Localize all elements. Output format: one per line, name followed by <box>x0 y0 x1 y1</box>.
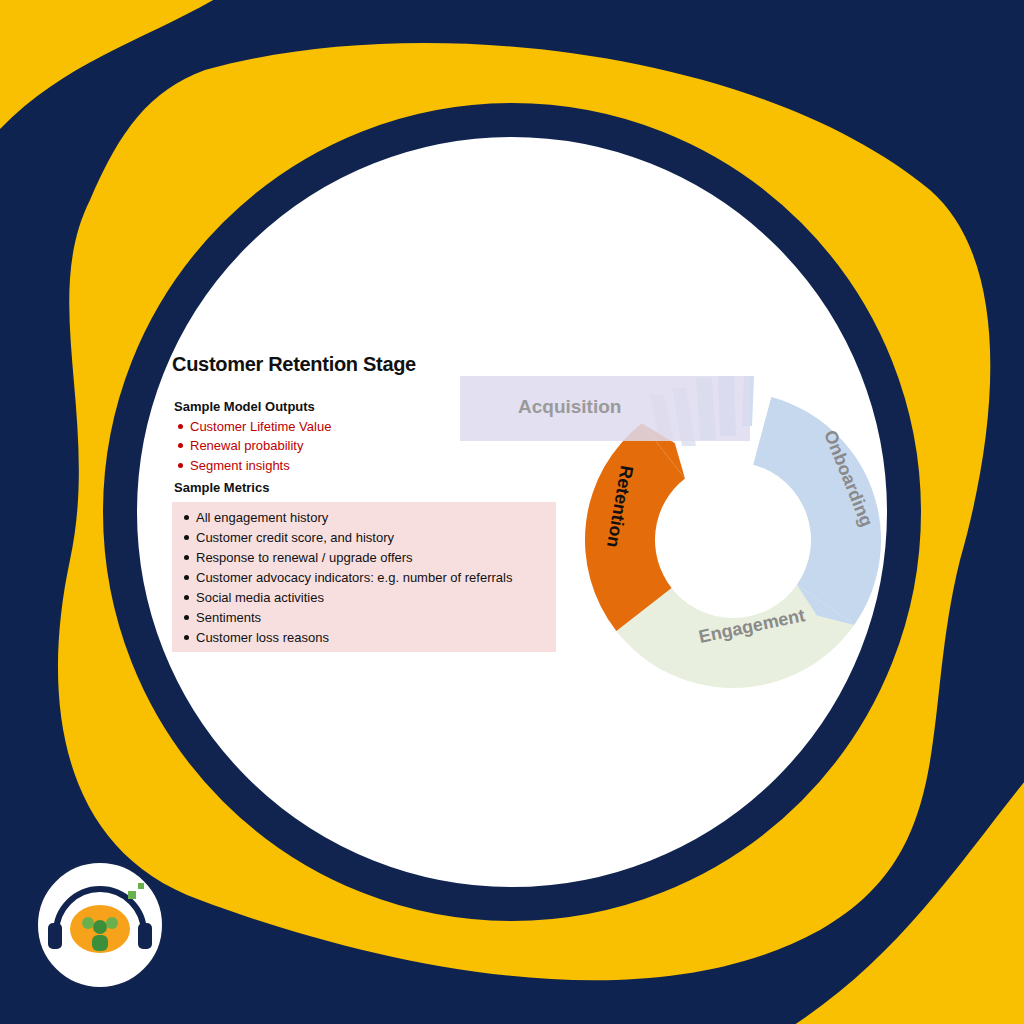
title: Customer Retention Stage <box>172 353 416 376</box>
output-item: Customer Lifetime Value <box>178 419 331 434</box>
bullet <box>184 575 189 580</box>
metric-text: Sentiments <box>196 610 261 625</box>
bullet <box>184 515 189 520</box>
metric-text: Response to renewal / upgrade offers <box>196 550 413 565</box>
stage-name: Retention <box>601 463 636 548</box>
bullet <box>184 635 189 640</box>
logo-square <box>128 891 136 899</box>
metric-line: All engagement history <box>184 508 548 528</box>
earpiece <box>48 923 62 949</box>
speech-bubble <box>70 905 130 953</box>
label-text: Sample Metrics <box>174 480 269 495</box>
section-heading: Sample Metrics <box>174 480 269 495</box>
metric-line: Customer credit score, and history <box>184 528 548 548</box>
person <box>92 935 108 951</box>
label-text: Customer Lifetime Value <box>190 419 331 434</box>
stage-name: Onboarding <box>819 427 877 529</box>
segment-arc <box>585 423 685 631</box>
metric-text: Customer loss reasons <box>196 630 329 645</box>
label-text: Sample Model Outputs <box>174 399 315 414</box>
metrics-panel: All engagement historyCustomer credit sc… <box>172 502 556 652</box>
person <box>106 917 118 929</box>
earpiece <box>138 923 152 949</box>
bullet <box>178 463 183 468</box>
logo-disc <box>36 861 164 989</box>
metric-text: Social media activities <box>196 590 324 605</box>
label-text: Segment insights <box>190 458 290 473</box>
section-heading: Sample Model Outputs <box>174 399 315 414</box>
metric-line: Social media activities <box>184 588 548 608</box>
person <box>93 920 107 934</box>
stage-name: Acquisition <box>518 396 621 418</box>
yellow-blob <box>58 43 990 980</box>
white-circle <box>120 120 904 904</box>
bullet <box>178 424 183 429</box>
segment-tip <box>612 585 669 625</box>
stage-name: Engagement <box>697 604 807 647</box>
stage-band: Acquisition <box>460 376 750 441</box>
bullet <box>184 535 189 540</box>
segment-arc <box>753 397 881 625</box>
metric-line: Customer advocacy indicators: e.g. numbe… <box>184 568 548 588</box>
label-text: Renewal probability <box>190 438 303 453</box>
logo-square <box>138 883 144 889</box>
metric-text: Customer advocacy indicators: e.g. numbe… <box>196 570 512 585</box>
bullet <box>184 595 189 600</box>
segment-arc <box>612 585 854 688</box>
metric-line: Customer loss reasons <box>184 628 548 648</box>
logo <box>36 861 164 989</box>
person <box>82 917 94 929</box>
metric-text: Customer credit score, and history <box>196 530 394 545</box>
metric-line: Response to renewal / upgrade offers <box>184 548 548 568</box>
metric-text: All engagement history <box>196 510 328 525</box>
segment-tip <box>797 585 854 625</box>
bullet <box>178 443 183 448</box>
output-item: Renewal probability <box>178 438 303 453</box>
output-item: Segment insights <box>178 458 290 473</box>
bullet <box>184 555 189 560</box>
metric-line: Sentiments <box>184 608 548 628</box>
bullet <box>184 615 189 620</box>
